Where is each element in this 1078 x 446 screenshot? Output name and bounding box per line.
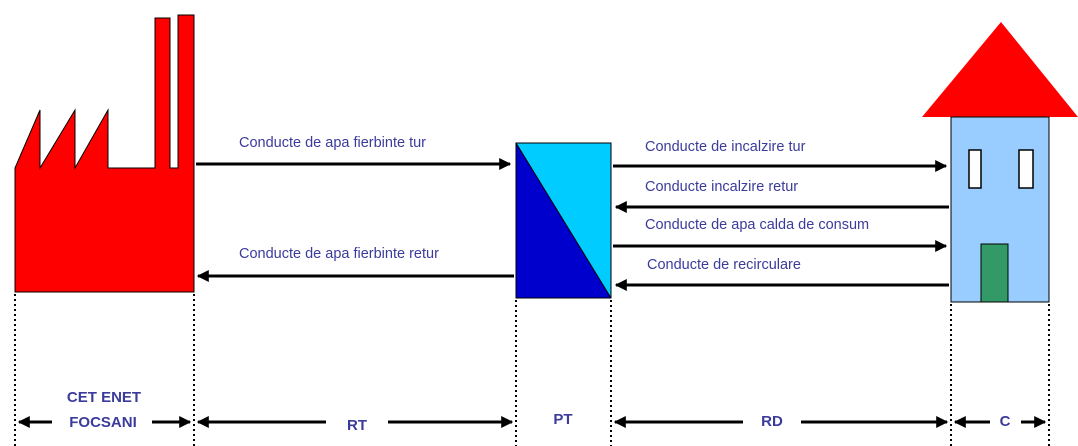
heat-supply-label: Conducte de incalzire tur (645, 139, 806, 155)
cet-label-line2: FOCSANI (69, 414, 137, 431)
heat-return-label: Conducte incalzire retur (645, 179, 798, 195)
power-plant-icon (14, 14, 195, 293)
dhw-label: Conducte de apa calda de consum (645, 217, 869, 233)
rd-label: RD (761, 413, 783, 430)
hot-supply-label: Conducte de apa fierbinte tur (239, 135, 426, 151)
hot-return-label: Conducte de apa fierbinte retur (239, 246, 439, 262)
building-icon (922, 22, 1078, 303)
pt-label: PT (553, 411, 572, 428)
boundary-lines (14, 294, 1050, 446)
heat-exchanger-icon (515, 142, 612, 299)
recirc-label: Conducte de recirculare (647, 257, 801, 273)
c-label: C (1000, 413, 1011, 430)
pipes (196, 158, 949, 291)
cet-label-line1: CET ENET (67, 389, 141, 406)
rt-label: RT (347, 417, 367, 434)
